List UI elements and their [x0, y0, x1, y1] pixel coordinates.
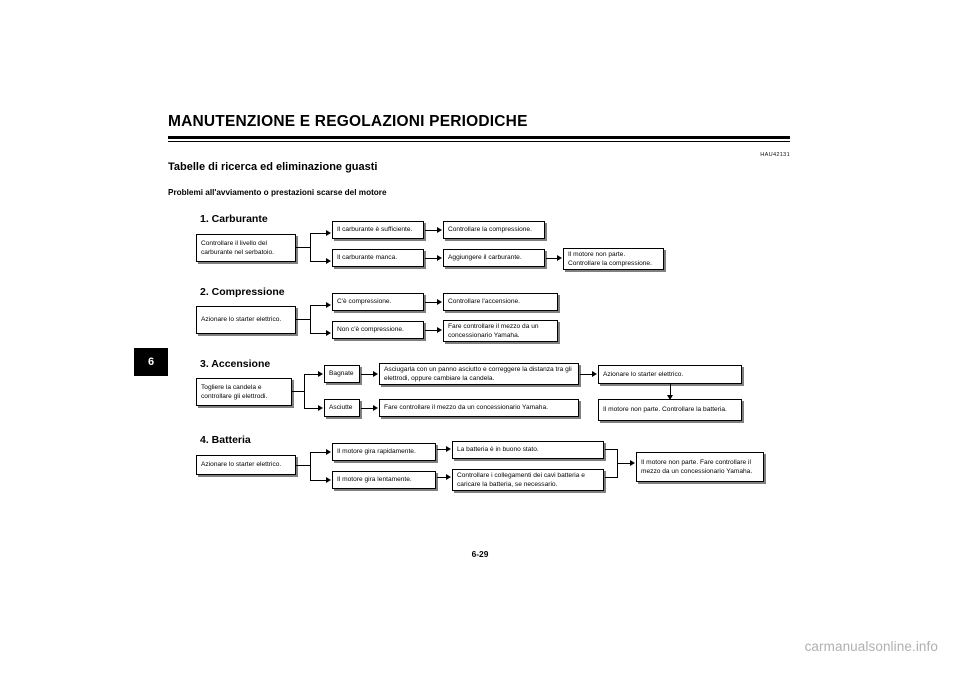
flow3-branch-bottom-box: Asciutte: [324, 399, 360, 417]
flow2-split-bar: [310, 305, 312, 333]
flow3-branch-top-box: Bagnate: [324, 365, 360, 383]
flowchart-1-title: 1. Carburante: [200, 213, 268, 225]
document-code: HAU42131: [760, 152, 790, 158]
flow4-merge-bottom: [605, 477, 617, 479]
flow2-link-bottom: [425, 330, 437, 332]
flow3-arrow-bottom: [318, 405, 323, 411]
flow3-arrow-top: [318, 371, 323, 377]
flow3-result-top-box: Azionare lo starter elettrico.: [598, 365, 742, 384]
flow2-branch-bottom-box: Non c'è compressione.: [332, 321, 424, 339]
flow2-arrow-top: [326, 302, 331, 308]
sub-heading: Problemi all'avviamento o prestazioni sc…: [168, 188, 387, 197]
flow2-arrow-bottom-2: [437, 327, 442, 333]
flow1-link-bottom: [425, 258, 437, 260]
flow3-arrow-top-2: [373, 371, 378, 377]
flow4-split-bar: [310, 452, 312, 480]
flow1-link-result: [546, 258, 557, 260]
flow4-link-bottom: [437, 477, 446, 479]
flow3-arrow-result: [592, 371, 597, 377]
flow2-start-box: Azionare lo starter elettrico.: [196, 306, 296, 334]
flow1-result-box: Il motore non parte. Controllare la comp…: [563, 248, 664, 270]
flow1-split-stem: [296, 247, 310, 249]
flow2-arrow-bottom: [326, 330, 331, 336]
flow4-split-stem: [296, 465, 310, 467]
flow4-branch-top-box: Il motore gira rapidamente.: [332, 443, 436, 461]
flow4-split-top: [310, 452, 326, 454]
title-rule-thin: [168, 141, 790, 143]
flow3-action-bottom-box: Fare controllare il mezzo da un concessi…: [379, 399, 579, 417]
flow3-split-bar: [304, 374, 306, 408]
watermark: carmanualsonline.info: [804, 639, 938, 654]
flow4-merge-stem: [617, 463, 630, 465]
flowchart-3-title: 3. Accensione: [200, 358, 271, 370]
flow2-action-top-box: Controllare l'accensione.: [443, 293, 558, 311]
flow3-link-result: [580, 374, 592, 376]
flow4-arrow-bottom: [326, 477, 331, 483]
flow1-arrow-bottom: [326, 258, 331, 264]
flow3-split-bottom: [304, 408, 318, 410]
flow1-branch-top-box: Il carburante è sufficiente.: [332, 221, 424, 239]
flow4-arrow-top-2: [446, 446, 451, 452]
flow3-arrow-bottom-2: [373, 405, 378, 411]
flow2-branch-top-box: C'è compressione.: [332, 293, 424, 311]
flow3-arrow-down: [667, 395, 673, 400]
flow2-arrow-top-2: [437, 299, 442, 305]
flow1-arrow-top: [326, 230, 331, 236]
flowchart-2-title: 2. Compressione: [200, 286, 285, 298]
flow3-action-top-box: Asciugarla con un panno asciutto e corre…: [379, 363, 579, 385]
page-number: 6-29: [471, 549, 489, 559]
flow4-arrow-bottom-2: [446, 474, 451, 480]
flow1-start-box: Controllare il livello del carburante ne…: [196, 234, 296, 262]
flow4-link-top: [437, 449, 446, 451]
flow4-split-bottom: [310, 480, 326, 482]
flow1-branch-bottom-box: Il carburante manca.: [332, 249, 424, 267]
flow1-arrow-bottom-2: [437, 255, 442, 261]
flow1-link-top: [425, 230, 437, 232]
flow2-split-top: [310, 305, 326, 307]
section-heading: Tabelle di ricerca ed eliminazione guast…: [168, 161, 378, 173]
flow3-start-box: Togliere la candela e controllare gli el…: [196, 378, 292, 406]
flow1-action-bottom-box: Aggiungere il carburante.: [443, 249, 545, 267]
flow3-vertical-link: [670, 384, 672, 395]
flow3-split-stem: [292, 391, 304, 393]
flow3-link-bottom: [361, 408, 373, 410]
flow1-split-bar: [310, 233, 312, 261]
flowchart-4-title: 4. Batteria: [200, 434, 251, 446]
flow2-split-stem: [296, 319, 310, 321]
flow2-link-top: [425, 302, 437, 304]
flow1-arrow-top-2: [437, 227, 442, 233]
flow1-split-top: [310, 233, 326, 235]
chapter-tab-6[interactable]: 6: [134, 348, 168, 376]
flow4-merge-top: [605, 449, 617, 451]
flow4-action-bottom-box: Controllare i collegamenti dei cavi batt…: [452, 469, 604, 491]
flow1-action-top-box: Controllare la compressione.: [443, 221, 545, 239]
flow4-action-top-box: La batteria è in buono stato.: [452, 441, 604, 459]
flow2-split-bottom: [310, 333, 326, 335]
flow3-split-top: [304, 374, 318, 376]
flow4-branch-bottom-box: Il motore gira lentamente.: [332, 471, 436, 489]
flow2-action-bottom-box: Fare controllare il mezzo da un concessi…: [443, 320, 558, 342]
flow1-split-bottom: [310, 261, 326, 263]
title-rule-thick: [168, 136, 790, 139]
flow3-link-top: [361, 374, 373, 376]
flow1-arrow-result: [557, 255, 562, 261]
flow4-arrow-top: [326, 449, 331, 455]
flow4-arrow-result: [630, 460, 635, 466]
flow3-result-bottom-box: Il motore non parte. Controllare la batt…: [598, 399, 742, 421]
flow4-result-box: Il motore non parte. Fare controllare il…: [636, 452, 764, 482]
flow4-start-box: Azionare lo starter elettrico.: [196, 455, 296, 475]
page-title: MANUTENZIONE E REGOLAZIONI PERIODICHE: [168, 113, 528, 130]
